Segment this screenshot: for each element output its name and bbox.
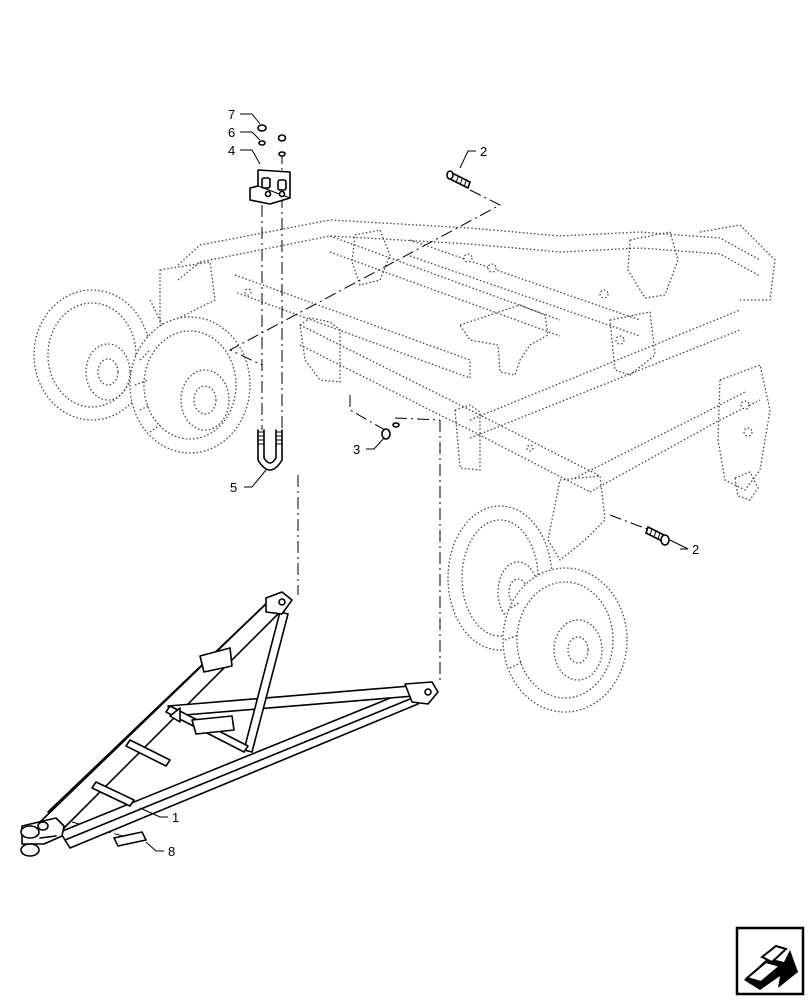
callout-4: 4 [228,143,235,158]
callout-2-top: 2 [480,144,487,159]
rear-left-wheel-inner [129,316,251,454]
callout-2-bottom: 2 [692,542,699,557]
next-page-arrow-icon[interactable] [735,926,805,996]
part-1-tongue [20,591,439,857]
alignment-lines [71,152,656,839]
callout-5: 5 [230,480,237,495]
part-5-u-bolt [257,429,283,471]
part-3-nut [381,422,400,440]
part-6-washer [258,140,286,157]
front-right-wheel-inner [502,567,628,713]
part-4-bracket [249,169,291,205]
part-8-decal [113,831,147,847]
part-7-nut [257,124,287,142]
callout-leaders [139,113,689,852]
callout-8: 8 [168,844,175,859]
callout-6: 6 [228,125,235,140]
callout-3: 3 [353,442,360,457]
callout-labels: 7 6 4 2 3 5 2 1 8 [168,107,699,859]
cart-frame [149,219,776,561]
callout-1: 1 [172,810,179,825]
part-2-bolt-top [446,170,471,189]
callout-7: 7 [228,107,235,122]
part-2-bolt-bottom [645,526,670,546]
